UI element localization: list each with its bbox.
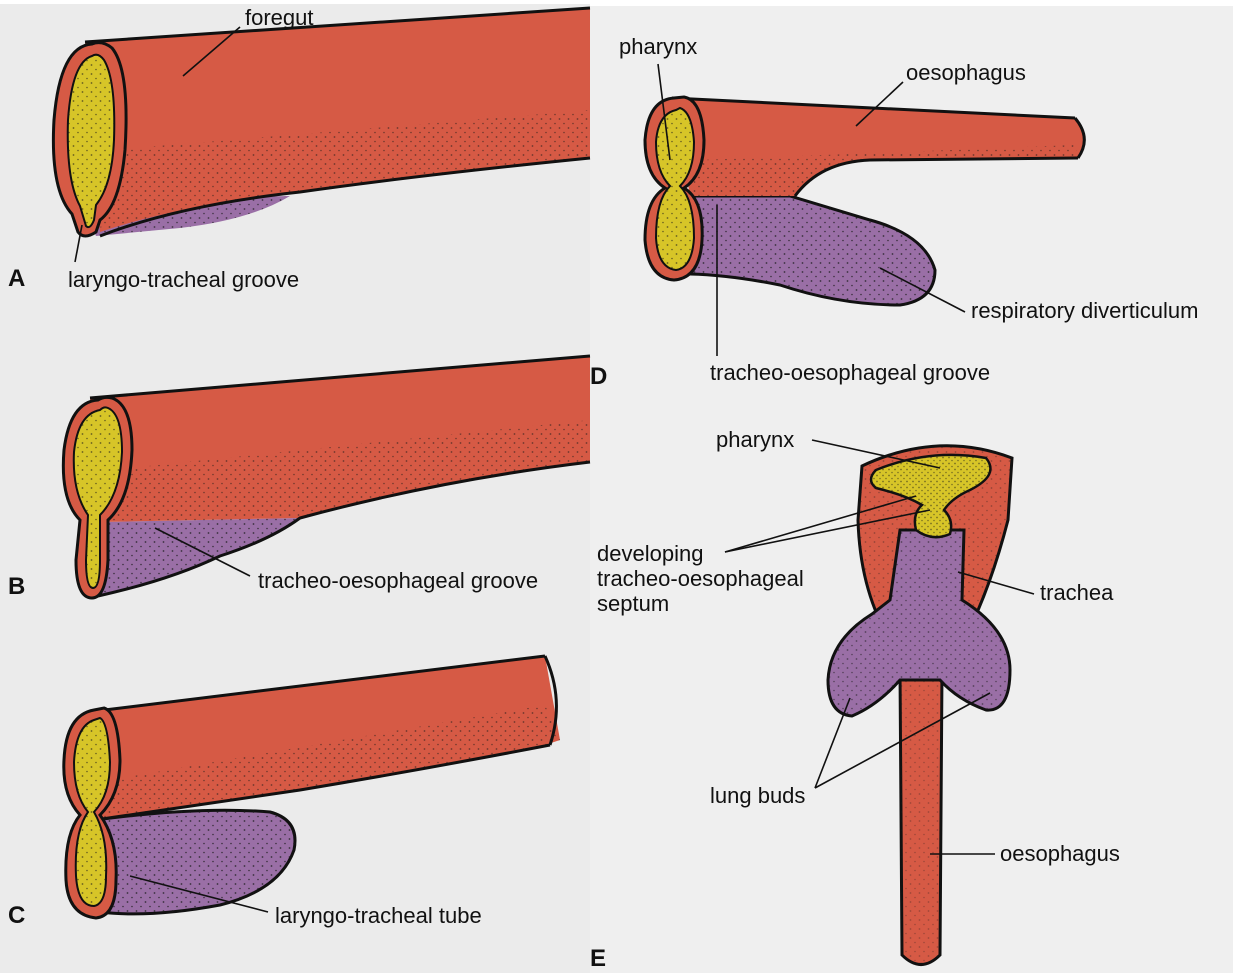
panel-letter-e: E bbox=[590, 945, 606, 972]
label-lung-buds: lung buds bbox=[710, 783, 805, 808]
label-pharynx-d: pharynx bbox=[619, 34, 697, 59]
label-tracheo-oesophageal-groove-b: tracheo-oesophageal groove bbox=[258, 568, 538, 593]
label-laryngo-tracheal-groove: laryngo-tracheal groove bbox=[68, 267, 299, 292]
panel-letter-d: D bbox=[590, 363, 607, 390]
label-tracheo-oesophageal-groove-d: tracheo-oesophageal groove bbox=[710, 360, 990, 385]
label-oesophagus-e: oesophagus bbox=[1000, 841, 1120, 866]
label-laryngo-tracheal-tube: laryngo-tracheal tube bbox=[275, 903, 482, 928]
label-septum-line-2: tracheo-oesophageal bbox=[597, 566, 804, 591]
label-trachea: trachea bbox=[1040, 580, 1114, 605]
label-septum-line-1: developing bbox=[597, 541, 703, 566]
panel-letter-c: C bbox=[8, 902, 25, 929]
label-pharynx-e: pharynx bbox=[716, 427, 794, 452]
label-septum-line-3: septum bbox=[597, 591, 669, 616]
label-foregut: foregut bbox=[245, 5, 314, 30]
label-oesophagus-d: oesophagus bbox=[906, 60, 1026, 85]
label-respiratory-diverticulum: respiratory diverticulum bbox=[971, 298, 1198, 323]
panel-letter-a: A bbox=[8, 265, 25, 292]
panel-letter-b: B bbox=[8, 573, 25, 600]
